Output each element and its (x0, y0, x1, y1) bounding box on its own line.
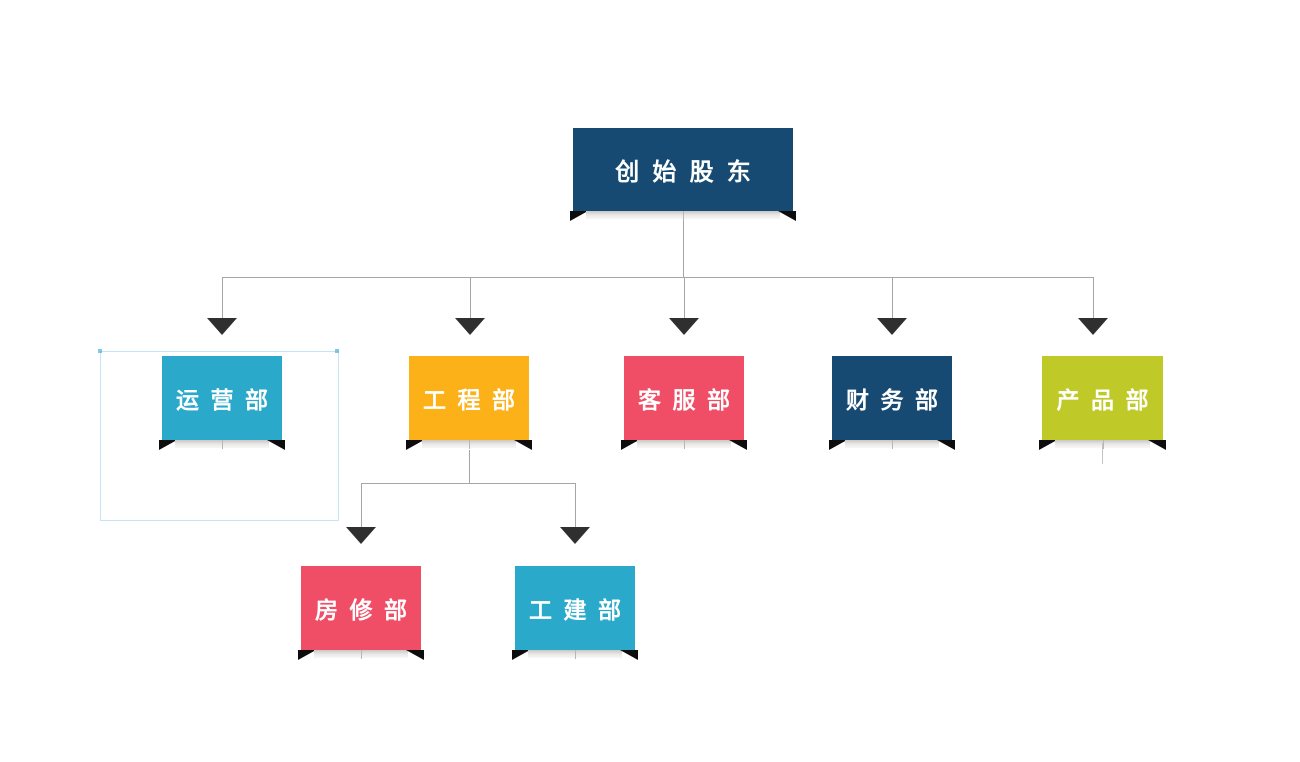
connector-line (892, 277, 893, 320)
org-node-label: 运营部 (176, 388, 280, 414)
org-node-customer-service[interactable]: 客服部 (621, 356, 747, 450)
selection-handle (98, 349, 102, 353)
arrow-down-icon (560, 527, 590, 544)
connector-line (361, 483, 575, 484)
org-node-founders[interactable]: 创始股东 (570, 128, 796, 221)
arrow-down-icon (1078, 318, 1108, 335)
selection-guide-rect (100, 351, 339, 521)
connector-line (684, 277, 685, 320)
connector-line (469, 450, 470, 483)
org-node-label: 产品部 (1056, 388, 1160, 414)
org-node-engineering[interactable]: 工程部 (406, 356, 532, 450)
org-node-label: 财务部 (846, 388, 950, 414)
selection-handle (335, 349, 339, 353)
org-node-product[interactable]: 产品部 (1039, 356, 1166, 450)
arrow-down-icon (877, 318, 907, 335)
org-node-housing-repair[interactable]: 房修部 (298, 566, 424, 660)
org-node-label: 客服部 (638, 388, 742, 414)
connector-line (470, 277, 471, 320)
arrow-down-icon (207, 318, 237, 335)
org-node-label: 工程部 (423, 388, 527, 414)
ribbon-shadow (512, 650, 638, 660)
connector-line (222, 277, 223, 320)
org-node-label: 房修部 (315, 598, 419, 624)
connector-line (683, 211, 684, 277)
ribbon-shadow (621, 440, 747, 450)
org-node-finance[interactable]: 财务部 (829, 356, 955, 450)
connector-line (575, 483, 576, 527)
org-node-label: 创始股东 (615, 158, 764, 186)
ribbon-seam-line (1102, 443, 1103, 464)
connector-line (222, 277, 1094, 278)
arrow-down-icon (669, 318, 699, 335)
connector-line (361, 483, 362, 527)
ribbon-shadow (406, 440, 532, 450)
org-node-operations[interactable]: 运营部 (159, 356, 285, 450)
org-node-label: 工建部 (529, 598, 633, 624)
ribbon-shadow (829, 440, 955, 450)
arrow-down-icon (346, 527, 376, 544)
org-node-construction[interactable]: 工建部 (512, 566, 638, 660)
connector-line (1093, 277, 1094, 320)
ribbon-shadow (298, 650, 424, 660)
arrow-down-icon (455, 318, 485, 335)
